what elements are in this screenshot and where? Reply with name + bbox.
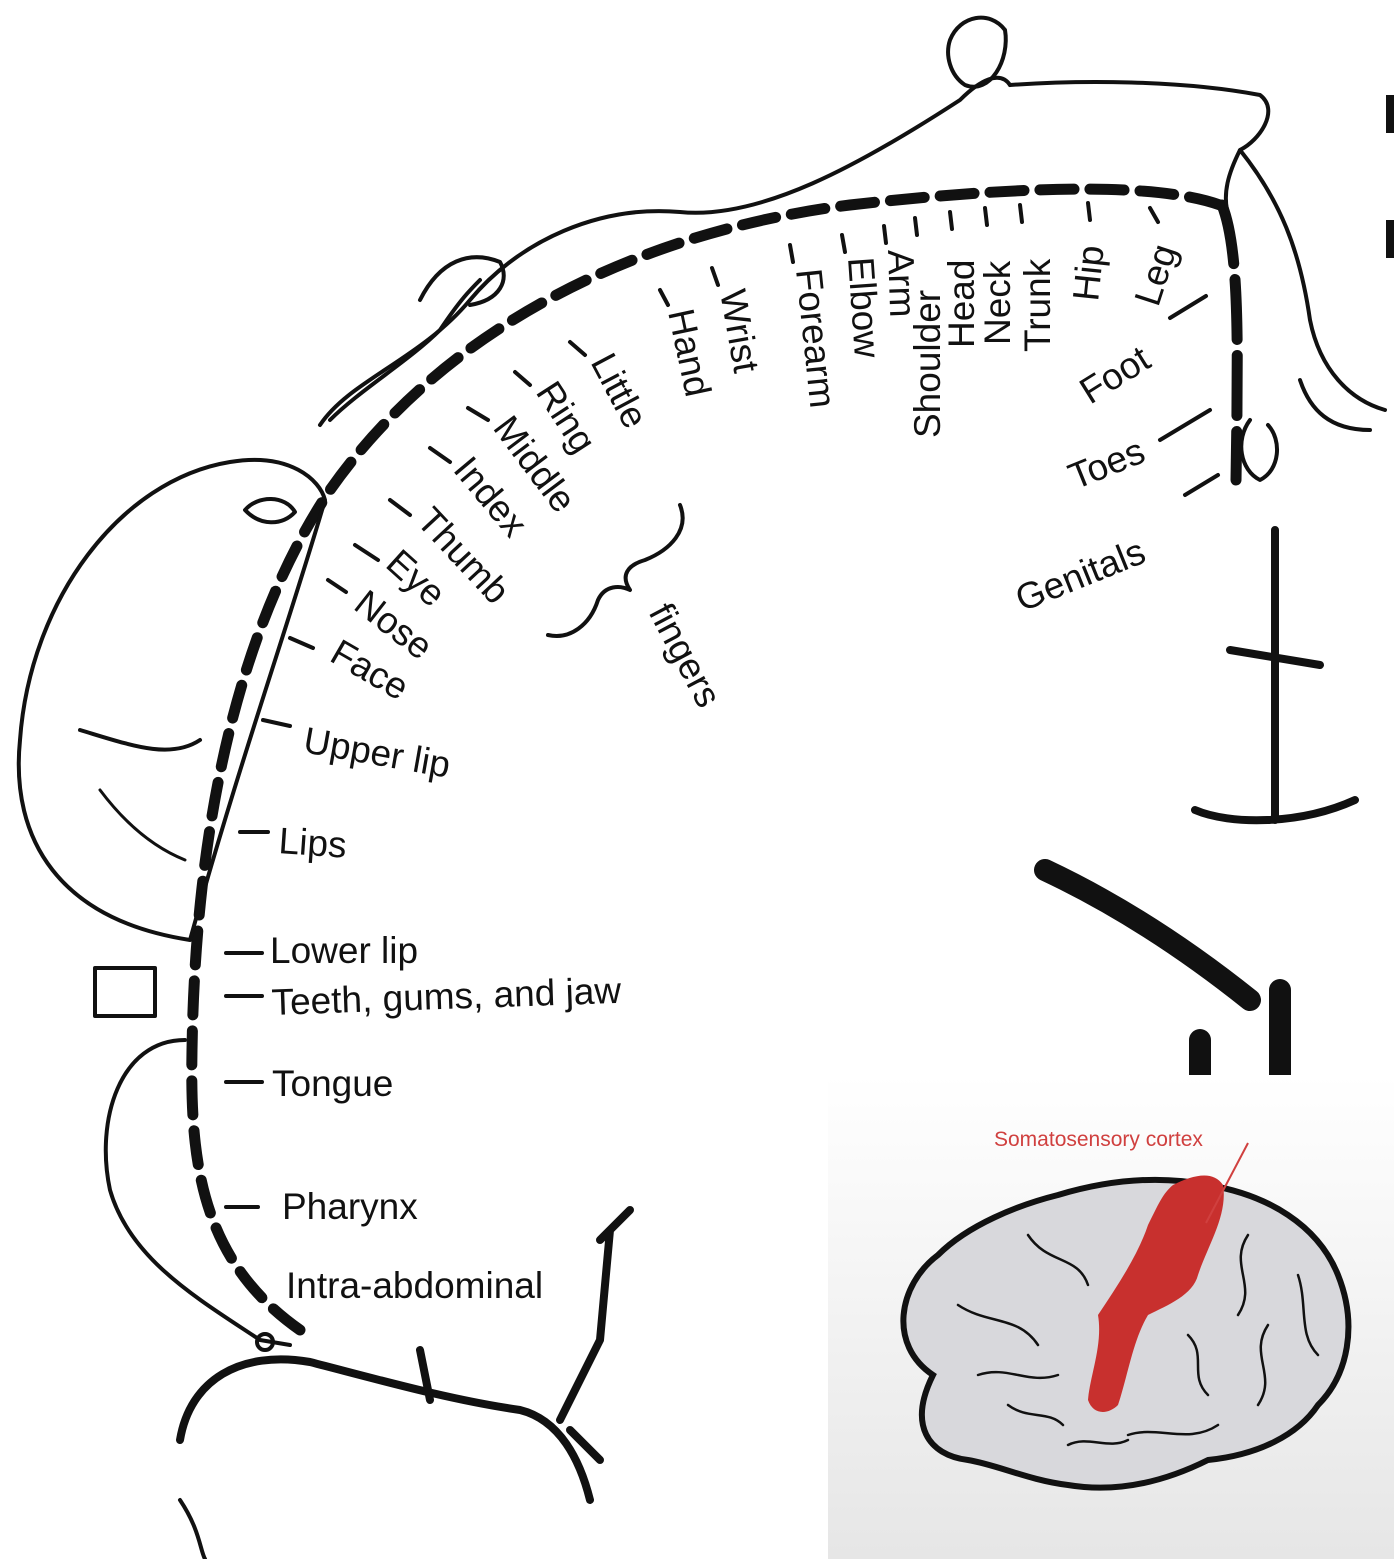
label-teeth: Teeth, gums, and jaw bbox=[271, 970, 622, 1023]
somatosensory-cortex-label: Somatosensory cortex bbox=[994, 1128, 1203, 1152]
label-intra-abdominal: Intra-abdominal bbox=[286, 1265, 543, 1306]
edge-mark-1 bbox=[1386, 95, 1394, 133]
label-pharynx: Pharynx bbox=[282, 1186, 418, 1227]
label-lips: Lips bbox=[277, 820, 348, 866]
label-lower-lip: Lower lip bbox=[270, 930, 418, 971]
label-upper-lip: Upper lip bbox=[301, 720, 454, 786]
label-hip: Hip bbox=[1065, 243, 1112, 303]
label-tongue: Tongue bbox=[272, 1063, 393, 1104]
edge-mark-2 bbox=[1386, 220, 1394, 258]
cortex-arc-right bbox=[1222, 205, 1237, 480]
label-neck: Neck bbox=[977, 260, 1018, 345]
label-hand: Hand bbox=[660, 305, 718, 400]
label-toes: Toes bbox=[1063, 430, 1151, 497]
label-leg: Leg bbox=[1127, 239, 1185, 310]
label-forearm: Forearm bbox=[788, 267, 843, 410]
label-genitals: Genitals bbox=[1010, 531, 1151, 620]
label-ticks bbox=[226, 203, 1218, 1207]
label-fingers: fingers bbox=[641, 597, 729, 714]
label-wrist: Wrist bbox=[712, 286, 767, 376]
label-foot: Foot bbox=[1073, 337, 1158, 411]
label-trunk: Trunk bbox=[1017, 258, 1058, 352]
label-head: Head bbox=[941, 260, 982, 348]
